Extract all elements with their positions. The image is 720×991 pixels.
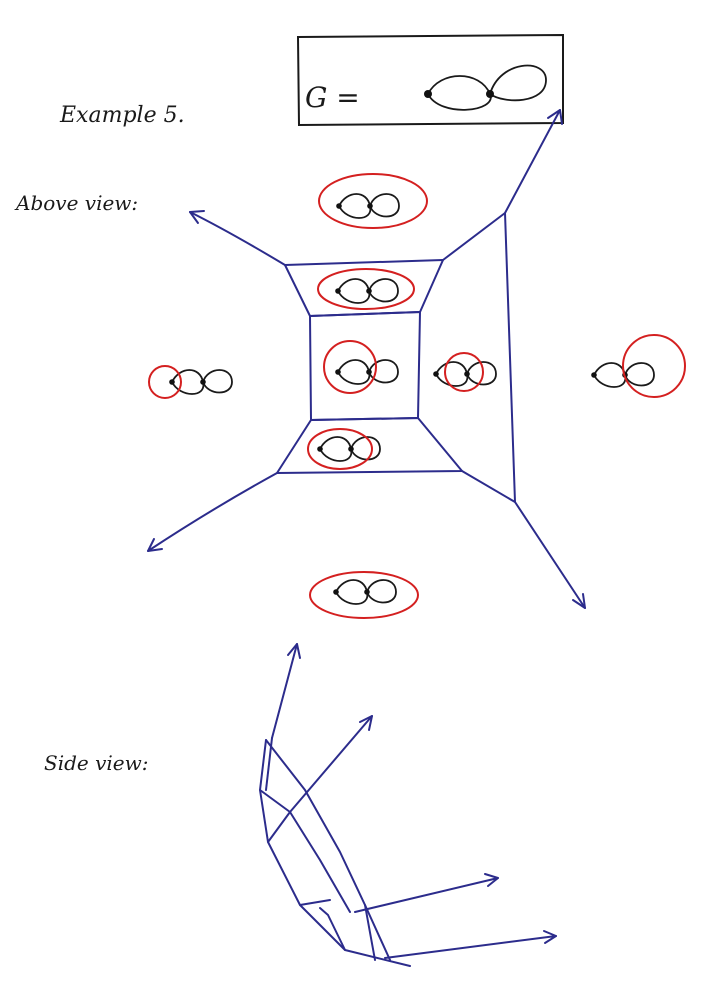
figure-top — [318, 173, 428, 229]
figure-bottom — [309, 571, 419, 619]
figure-upper-cell — [317, 268, 415, 310]
figure-right-inner — [432, 352, 497, 392]
side-view-sketch — [259, 643, 557, 967]
figure-center-cell — [323, 340, 399, 394]
side-view-label: Side view: — [44, 751, 148, 775]
figure-right-outer — [590, 334, 686, 398]
graph-label: G = — [305, 81, 360, 114]
above-view-label: Above view: — [14, 191, 138, 215]
graph-g-figure — [424, 64, 547, 111]
figure-lower-cell — [307, 428, 381, 470]
example-title: Example 5. — [59, 103, 185, 128]
graph-definition-box: G = — [296, 33, 564, 127]
figure-left — [148, 365, 233, 399]
above-view-complex — [147, 109, 586, 609]
